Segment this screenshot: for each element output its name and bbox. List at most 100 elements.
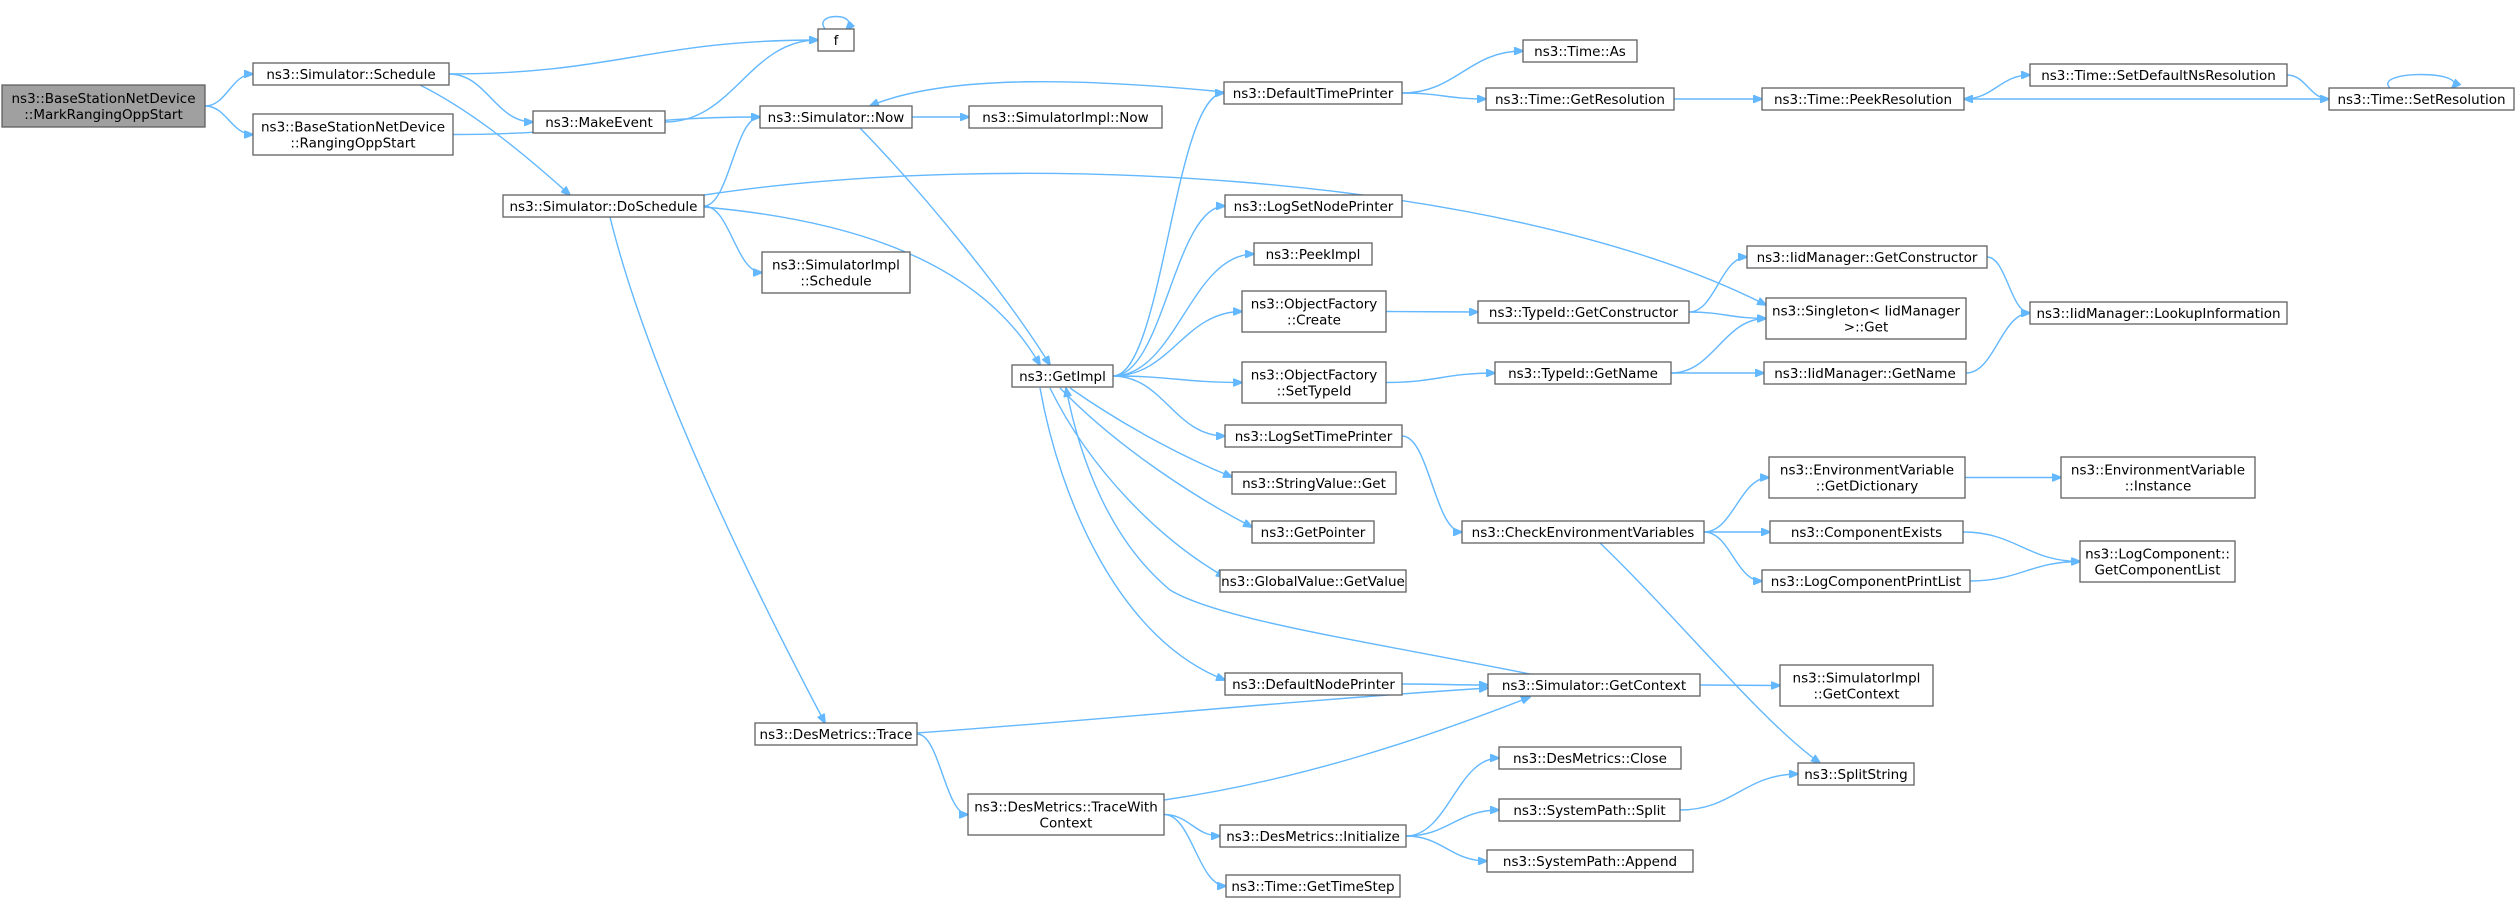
node-label: ns3::Simulator::Schedule	[266, 67, 435, 83]
edge-sched-to-f	[448, 40, 818, 75]
node-box	[1011, 364, 1114, 388]
node-timeas[interactable]: ns3::Time::As	[1522, 39, 1638, 63]
node-getptr[interactable]: ns3::GetPointer	[1251, 520, 1375, 544]
node-label: ns3::TypeId::GetName	[1508, 366, 1658, 382]
node-label: ::RangingOppStart	[290, 136, 415, 152]
node-defnp[interactable]: ns3::DefaultNodePrinter	[1224, 672, 1403, 696]
edge-getimpl-to-deftp	[1112, 93, 1224, 377]
node-dminit[interactable]: ns3::DesMetrics::Initialize	[1219, 824, 1407, 848]
node-label: ns3::CheckEnvironmentVariables	[1472, 525, 1695, 541]
node-logcpl[interactable]: ns3::LogComponentPrintList	[1761, 569, 1971, 593]
node-box	[252, 113, 454, 156]
node-implsched[interactable]: ns3::SimulatorImpl::Schedule	[761, 251, 911, 294]
edge-tidgetctor-to-singleton	[1688, 311, 1766, 319]
node-splitstr[interactable]: ns3::SplitString	[1797, 762, 1915, 786]
node-box	[1769, 520, 1964, 544]
node-logcgcl[interactable]: ns3::LogComponent::GetComponentList	[2079, 540, 2236, 583]
node-getimpl[interactable]: ns3::GetImpl	[1011, 364, 1114, 388]
edge-tidgetctor-to-iidgetctor	[1688, 257, 1747, 313]
node-label: ns3::Time::As	[1534, 44, 1626, 60]
node-peekres[interactable]: ns3::Time::PeekResolution	[1761, 87, 1965, 111]
node-implgetctx[interactable]: ns3::SimulatorImpl::GetContext	[1779, 664, 1934, 707]
node-label: GetComponentList	[2094, 563, 2220, 579]
edge-sched-to-makeevent	[448, 73, 533, 122]
node-singleton[interactable]: ns3::Singleton< IidManager>::Get	[1765, 297, 1967, 340]
edge-iidgetname-to-lookup	[1965, 313, 2030, 374]
node-envdict[interactable]: ns3::EnvironmentVariable::GetDictionary	[1768, 456, 1966, 499]
node-box	[1485, 87, 1675, 111]
node-label: ::Schedule	[800, 274, 871, 290]
node-label: Context	[1040, 816, 1093, 832]
node-checkenv[interactable]: ns3::CheckEnvironmentVariables	[1461, 520, 1705, 544]
node-getres[interactable]: ns3::Time::GetResolution	[1485, 87, 1675, 111]
edge-getimpl-to-defnp	[1039, 387, 1225, 680]
edge-deftp-to-timeas	[1401, 51, 1523, 94]
node-logsettp[interactable]: ns3::LogSetTimePrinter	[1224, 424, 1403, 448]
edge-setres-to-setres	[2387, 73, 2454, 89]
node-strget[interactable]: ns3::StringValue::Get	[1231, 471, 1397, 495]
node-peekimpl[interactable]: ns3::PeekImpl	[1253, 242, 1373, 266]
node-f[interactable]: f	[817, 28, 855, 52]
node-box	[252, 62, 450, 86]
node-ofcreate[interactable]: ns3::ObjectFactory::Create	[1241, 290, 1387, 333]
node-timestep[interactable]: ns3::Time::GetTimeStep	[1225, 874, 1401, 898]
node-lookup[interactable]: ns3::IidManager::LookupInformation	[2029, 301, 2288, 325]
node-label: ns3::DefaultTimePrinter	[1233, 86, 1394, 102]
node-label: f	[834, 33, 840, 49]
node-box	[1461, 520, 1705, 544]
node-label: ns3::BaseStationNetDevice	[261, 120, 445, 136]
node-root[interactable]: ns3::BaseStationNetDevice::MarkRangingOp…	[1, 84, 206, 128]
node-dosched[interactable]: ns3::Simulator::DoSchedule	[502, 194, 705, 218]
node-tidgetname[interactable]: ns3::TypeId::GetName	[1494, 361, 1672, 385]
node-label: ns3::GlobalValue::GetValue	[1221, 574, 1405, 590]
node-dmtrace[interactable]: ns3::DesMetrics::Trace	[754, 722, 918, 746]
node-label: ns3::DesMetrics::Initialize	[1226, 829, 1400, 845]
node-box	[1765, 297, 1967, 340]
edge-dminit-to-spsplit	[1405, 810, 1499, 837]
node-now[interactable]: ns3::Simulator::Now	[759, 105, 913, 129]
node-rangingopp[interactable]: ns3::BaseStationNetDevice::RangingOppSta…	[252, 113, 454, 156]
edge-dmtrace-to-dmtracewc	[916, 733, 968, 815]
edge-checkenv-to-envdict	[1703, 478, 1769, 533]
node-envinst[interactable]: ns3::EnvironmentVariable::Instance	[2060, 456, 2256, 499]
edge-dmtracewc-to-getctx	[1163, 697, 1530, 801]
node-gvgetval[interactable]: ns3::GlobalValue::GetValue	[1219, 569, 1407, 593]
edge-spsplit-to-splitstr	[1679, 774, 1798, 811]
node-label: ns3::ComponentExists	[1791, 525, 1942, 541]
node-box	[1498, 746, 1682, 770]
node-label: ns3::SystemPath::Append	[1503, 854, 1677, 870]
edge-now-to-getimpl	[859, 127, 1050, 365]
node-setdefres[interactable]: ns3::Time::SetDefaultNsResolution	[2029, 63, 2288, 87]
node-spappend[interactable]: ns3::SystemPath::Append	[1486, 849, 1694, 873]
node-compexists[interactable]: ns3::ComponentExists	[1769, 520, 1964, 544]
node-box	[759, 105, 913, 129]
node-box	[1241, 290, 1387, 333]
node-getctx[interactable]: ns3::Simulator::GetContext	[1487, 673, 1701, 697]
node-label: ns3::EnvironmentVariable	[1780, 463, 1954, 479]
node-deftp[interactable]: ns3::DefaultTimePrinter	[1223, 81, 1403, 105]
node-dmclose[interactable]: ns3::DesMetrics::Close	[1498, 746, 1682, 770]
node-label: ns3::DesMetrics::Trace	[760, 727, 913, 743]
node-iidgetctor[interactable]: ns3::IidManager::GetConstructor	[1746, 245, 1988, 269]
node-box	[761, 251, 911, 294]
edge-root-to-sched	[204, 74, 253, 107]
node-box	[1797, 762, 1915, 786]
node-iidgetname[interactable]: ns3::IidManager::GetName	[1763, 361, 1967, 385]
node-logsetnp[interactable]: ns3::LogSetNodePrinter	[1224, 194, 1403, 218]
node-makeevent[interactable]: ns3::MakeEvent	[532, 110, 666, 134]
edge-dosched-to-now	[703, 117, 760, 207]
node-setres[interactable]: ns3::Time::SetResolution	[2328, 87, 2515, 111]
edge-dosched-to-dmtrace	[609, 216, 825, 723]
node-box	[1219, 824, 1407, 848]
node-box	[2029, 301, 2288, 325]
node-tidgetctor[interactable]: ns3::TypeId::GetConstructor	[1477, 300, 1690, 324]
node-sched[interactable]: ns3::Simulator::Schedule	[252, 62, 450, 86]
node-ofsettid[interactable]: ns3::ObjectFactory::SetTypeId	[1241, 361, 1387, 404]
node-box	[1224, 194, 1403, 218]
node-implnow[interactable]: ns3::SimulatorImpl::Now	[968, 105, 1163, 129]
node-label: ::SetTypeId	[1277, 384, 1352, 400]
node-label: ns3::SimulatorImpl::Now	[982, 110, 1148, 126]
node-spsplit[interactable]: ns3::SystemPath::Split	[1498, 798, 1681, 822]
